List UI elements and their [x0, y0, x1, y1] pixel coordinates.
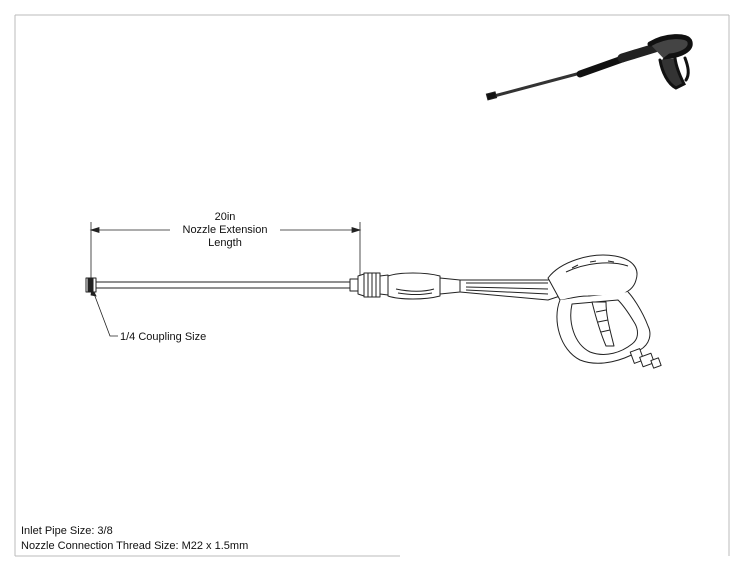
coupling-size-label: 1/4 Coupling Size: [120, 331, 207, 343]
dimension-value: 20in: [170, 211, 280, 224]
isometric-preview: [485, 34, 693, 101]
drawing-border: [14, 14, 730, 557]
drawing-notes: Inlet Pipe Size: 3/8 Nozzle Connection T…: [21, 524, 248, 554]
inlet-pipe-note: Inlet Pipe Size: 3/8: [21, 525, 113, 537]
dimension-caption-line1: Nozzle Extension: [170, 224, 280, 237]
thread-size-note: Nozzle Connection Thread Size: M22 x 1.5…: [21, 540, 249, 552]
dimension-label: 20in Nozzle Extension Length: [170, 211, 280, 250]
coupling-leader: [90, 286, 118, 337]
spray-gun-side-view: [85, 254, 662, 369]
dimension-caption-line2: Length: [170, 237, 280, 250]
